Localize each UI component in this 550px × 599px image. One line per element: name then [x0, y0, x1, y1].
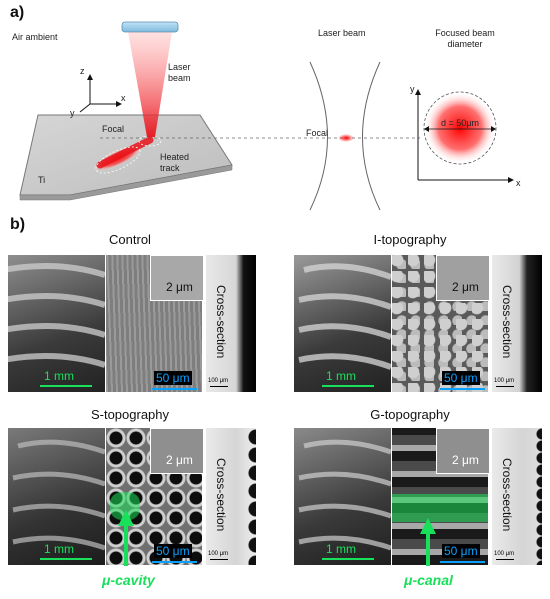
control-inset-scale: 2 μm [166, 280, 193, 294]
s-50um-bar [152, 561, 197, 563]
diameter-axis-y: y [410, 84, 415, 94]
i-tiny-scale: 100 μm [494, 378, 515, 384]
control-50um-bar [152, 388, 197, 390]
beam-spot [424, 92, 496, 164]
control-50um-label: 50 μm [154, 371, 192, 385]
s-tiny-scale: 100 μm [208, 551, 229, 557]
i-cross-label: Cross-section [500, 285, 514, 359]
heated-track-label: Heated track [160, 152, 190, 173]
control-tiny-bar [210, 386, 228, 387]
profile-focal-label: Focal [306, 128, 329, 138]
s-cross-label: Cross-section [214, 458, 228, 532]
canal-annotation: μ-canal [404, 572, 453, 588]
cavity-arrow-head [118, 510, 134, 526]
i-inset [436, 255, 490, 301]
group-title-control: Control [109, 232, 151, 247]
i-1mm-bar [322, 385, 374, 387]
g-macro-image [294, 428, 391, 565]
canal-arrow-head [420, 518, 436, 534]
s-inset [150, 428, 204, 474]
control-1mm-bar [40, 385, 92, 387]
g-canal-highlight [392, 494, 488, 522]
i-macro-image [294, 255, 391, 392]
s-1mm-bar [40, 558, 92, 560]
s-inset-scale: 2 μm [166, 453, 193, 467]
g-1mm-label: 1 mm [326, 542, 356, 556]
diameter-title: Focused beam diameter [435, 28, 495, 49]
s-macro-image [8, 428, 105, 565]
g-50um-label: 50 μm [442, 544, 480, 558]
laser-beam-cone [128, 32, 172, 137]
panel-a-label: a) [10, 4, 25, 21]
focal-spot [338, 134, 354, 142]
i-1mm-label: 1 mm [326, 369, 356, 383]
s-1mm-label: 1 mm [44, 542, 74, 556]
i-50um-label: 50 μm [442, 371, 480, 385]
control-1mm-label: 1 mm [44, 369, 74, 383]
g-tiny-scale: 100 μm [494, 551, 515, 557]
axis-y-label: y [70, 108, 75, 118]
ti-label: Ti [38, 175, 46, 185]
i-inset-scale: 2 μm [452, 280, 479, 294]
cavity-annotation: μ-cavity [102, 572, 155, 588]
panel-a-diagram [19, 21, 514, 211]
group-title-i: I-topography [373, 232, 447, 247]
axis-z-label: z [80, 66, 85, 76]
i-cross-image [492, 255, 542, 392]
air-ambient-label: Air ambient [12, 32, 58, 42]
control-cross-label: Cross-section [214, 285, 228, 359]
profile-title: Laser beam [318, 28, 366, 38]
laser-beam-label: Laser beam [168, 62, 191, 83]
i-50um-bar [440, 388, 485, 390]
diameter-value: d = 50μm [441, 118, 479, 128]
group-title-s: S-topography [90, 407, 170, 422]
s-50um-label: 50 μm [154, 544, 192, 558]
control-inset [150, 255, 204, 301]
diameter-axis-x: x [516, 178, 521, 188]
group-title-g: G-topography [370, 407, 450, 422]
panel-b-label: b) [10, 216, 26, 233]
g-50um-bar [440, 561, 485, 563]
control-macro-image [8, 255, 105, 392]
g-inset [436, 428, 490, 474]
g-cross-label: Cross-section [500, 458, 514, 532]
g-cross-image [492, 428, 542, 565]
g-1mm-bar [322, 558, 374, 560]
control-cross-image [206, 255, 256, 392]
i-tiny-bar [496, 386, 514, 387]
s-cross-image [206, 428, 256, 565]
g-inset-scale: 2 μm [452, 453, 479, 467]
focal-label: Focal [102, 124, 125, 134]
axis-x-label: x [121, 93, 126, 103]
s-tiny-bar [210, 559, 228, 560]
g-tiny-bar [496, 559, 514, 560]
control-tiny-scale: 100 μm [208, 378, 229, 384]
